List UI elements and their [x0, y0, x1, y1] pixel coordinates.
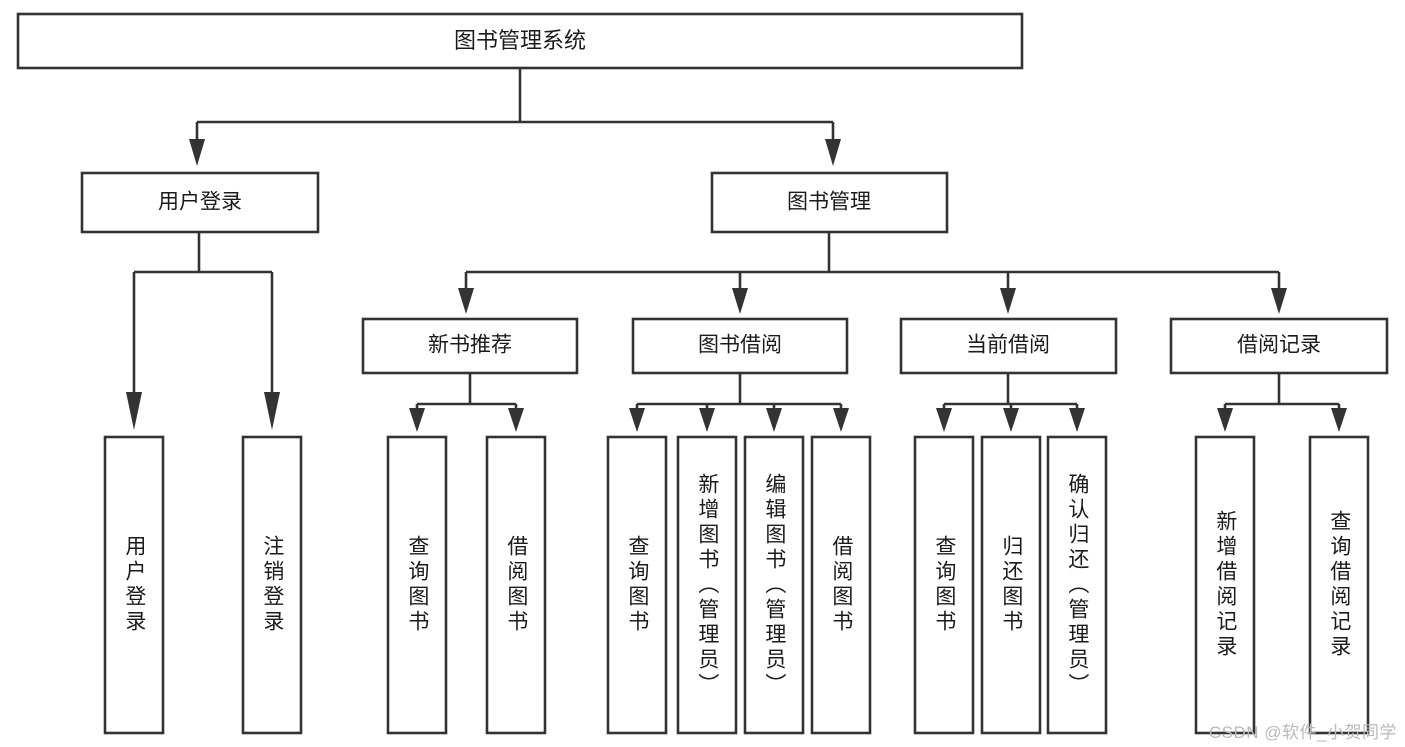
arrow-currentborrow-leaf-1 — [936, 408, 952, 432]
node-root-box[interactable] — [16, 12, 1024, 70]
node-new-book-recommend-label: 新书推荐 — [428, 334, 512, 357]
leaf-box-book-borrow-1[interactable] — [606, 435, 668, 735]
leaf-box-book-borrow-2[interactable] — [676, 435, 738, 735]
leaf-boxes-new-book-recommend — [386, 435, 547, 735]
connectors-borrowrecord-to-leaves — [1217, 373, 1347, 432]
node-new-book-recommend[interactable]: 新书推荐 — [361, 317, 579, 375]
arrow-to-book-mgmt — [825, 139, 841, 166]
leaf-box-borrow-record-2[interactable] — [1308, 435, 1370, 735]
connectors-newbook-to-leaves — [409, 373, 524, 432]
connectors-currentborrow-to-leaves — [936, 373, 1085, 432]
node-borrow-record-label: 借阅记录 — [1237, 334, 1321, 357]
node-current-borrow-box[interactable] — [899, 317, 1118, 375]
node-new-book-recommend-box[interactable] — [361, 317, 579, 375]
arrow-userlogin-leaf-2 — [264, 392, 280, 430]
arrow-bookborrow-leaf-3 — [766, 408, 782, 432]
node-book-borrow-label: 图书借阅 — [698, 334, 782, 357]
leaf-boxes-book-borrow — [606, 435, 872, 735]
arrow-currentborrow-leaf-3 — [1069, 408, 1085, 432]
node-book-borrow-box[interactable] — [631, 317, 849, 375]
leaf-box-current-borrow-3[interactable] — [1046, 435, 1108, 735]
arrow-currentborrow-leaf-2 — [1003, 408, 1019, 432]
leaf-box-current-borrow-1[interactable] — [913, 435, 975, 735]
node-user-login-box[interactable] — [80, 171, 320, 234]
arrow-userlogin-leaf-1 — [126, 392, 142, 430]
node-borrow-record-box[interactable] — [1169, 317, 1389, 375]
arrow-to-user-login — [189, 139, 205, 166]
node-current-borrow-label: 当前借阅 — [966, 334, 1050, 357]
leaf-boxes-current-borrow — [913, 435, 1108, 735]
leaf-box-book-borrow-4[interactable] — [810, 435, 872, 735]
node-book-management[interactable]: 图书管理 — [710, 171, 949, 234]
connectors-root-to-level2 — [189, 68, 841, 166]
arrow-newbook-leaf-2 — [508, 408, 524, 432]
csdn-watermark: CSDN @软件_小贺同学 — [1208, 723, 1397, 742]
arrow-bookborrow-leaf-2 — [699, 408, 715, 432]
node-book-management-label: 图书管理 — [787, 191, 871, 214]
node-borrow-record[interactable]: 借阅记录 — [1169, 317, 1389, 375]
arrow-newbook-leaf-1 — [409, 408, 425, 432]
node-root-label: 图书管理系统 — [454, 28, 586, 53]
node-root[interactable]: 图书管理系统 — [16, 12, 1024, 70]
leaf-box-user-login-1[interactable] — [103, 435, 165, 735]
arrow-bookborrow-leaf-1 — [629, 408, 645, 432]
arrow-to-new-book — [458, 288, 474, 314]
arrow-borrowrecord-leaf-2 — [1331, 408, 1347, 432]
node-user-login-label: 用户登录 — [158, 191, 242, 214]
leaf-box-new-book-1[interactable] — [386, 435, 448, 735]
arrow-to-current-borrow — [1000, 288, 1016, 314]
node-user-login[interactable]: 用户登录 — [80, 171, 320, 234]
leaf-box-borrow-record-1[interactable] — [1194, 435, 1256, 735]
arrow-to-borrow-record — [1271, 288, 1287, 314]
leaf-boxes-borrow-record — [1194, 435, 1370, 735]
arrow-borrowrecord-leaf-1 — [1217, 408, 1233, 432]
connectors-bookborrow-to-leaves — [629, 373, 849, 432]
leaf-box-current-borrow-2[interactable] — [980, 435, 1042, 735]
leaf-boxes-user-login — [103, 435, 303, 735]
node-current-borrow[interactable]: 当前借阅 — [899, 317, 1118, 375]
arrow-to-book-borrow — [732, 288, 748, 314]
arrow-bookborrow-leaf-4 — [833, 408, 849, 432]
connectors-userlogin-to-leaves — [126, 232, 280, 430]
leaf-box-book-borrow-3[interactable] — [743, 435, 805, 735]
node-book-management-box[interactable] — [710, 171, 949, 234]
leaf-box-user-login-2[interactable] — [241, 435, 303, 735]
connectors-bookmgmt-to-level3 — [458, 232, 1287, 314]
leaf-box-new-book-2[interactable] — [485, 435, 547, 735]
node-book-borrow[interactable]: 图书借阅 — [631, 317, 849, 375]
